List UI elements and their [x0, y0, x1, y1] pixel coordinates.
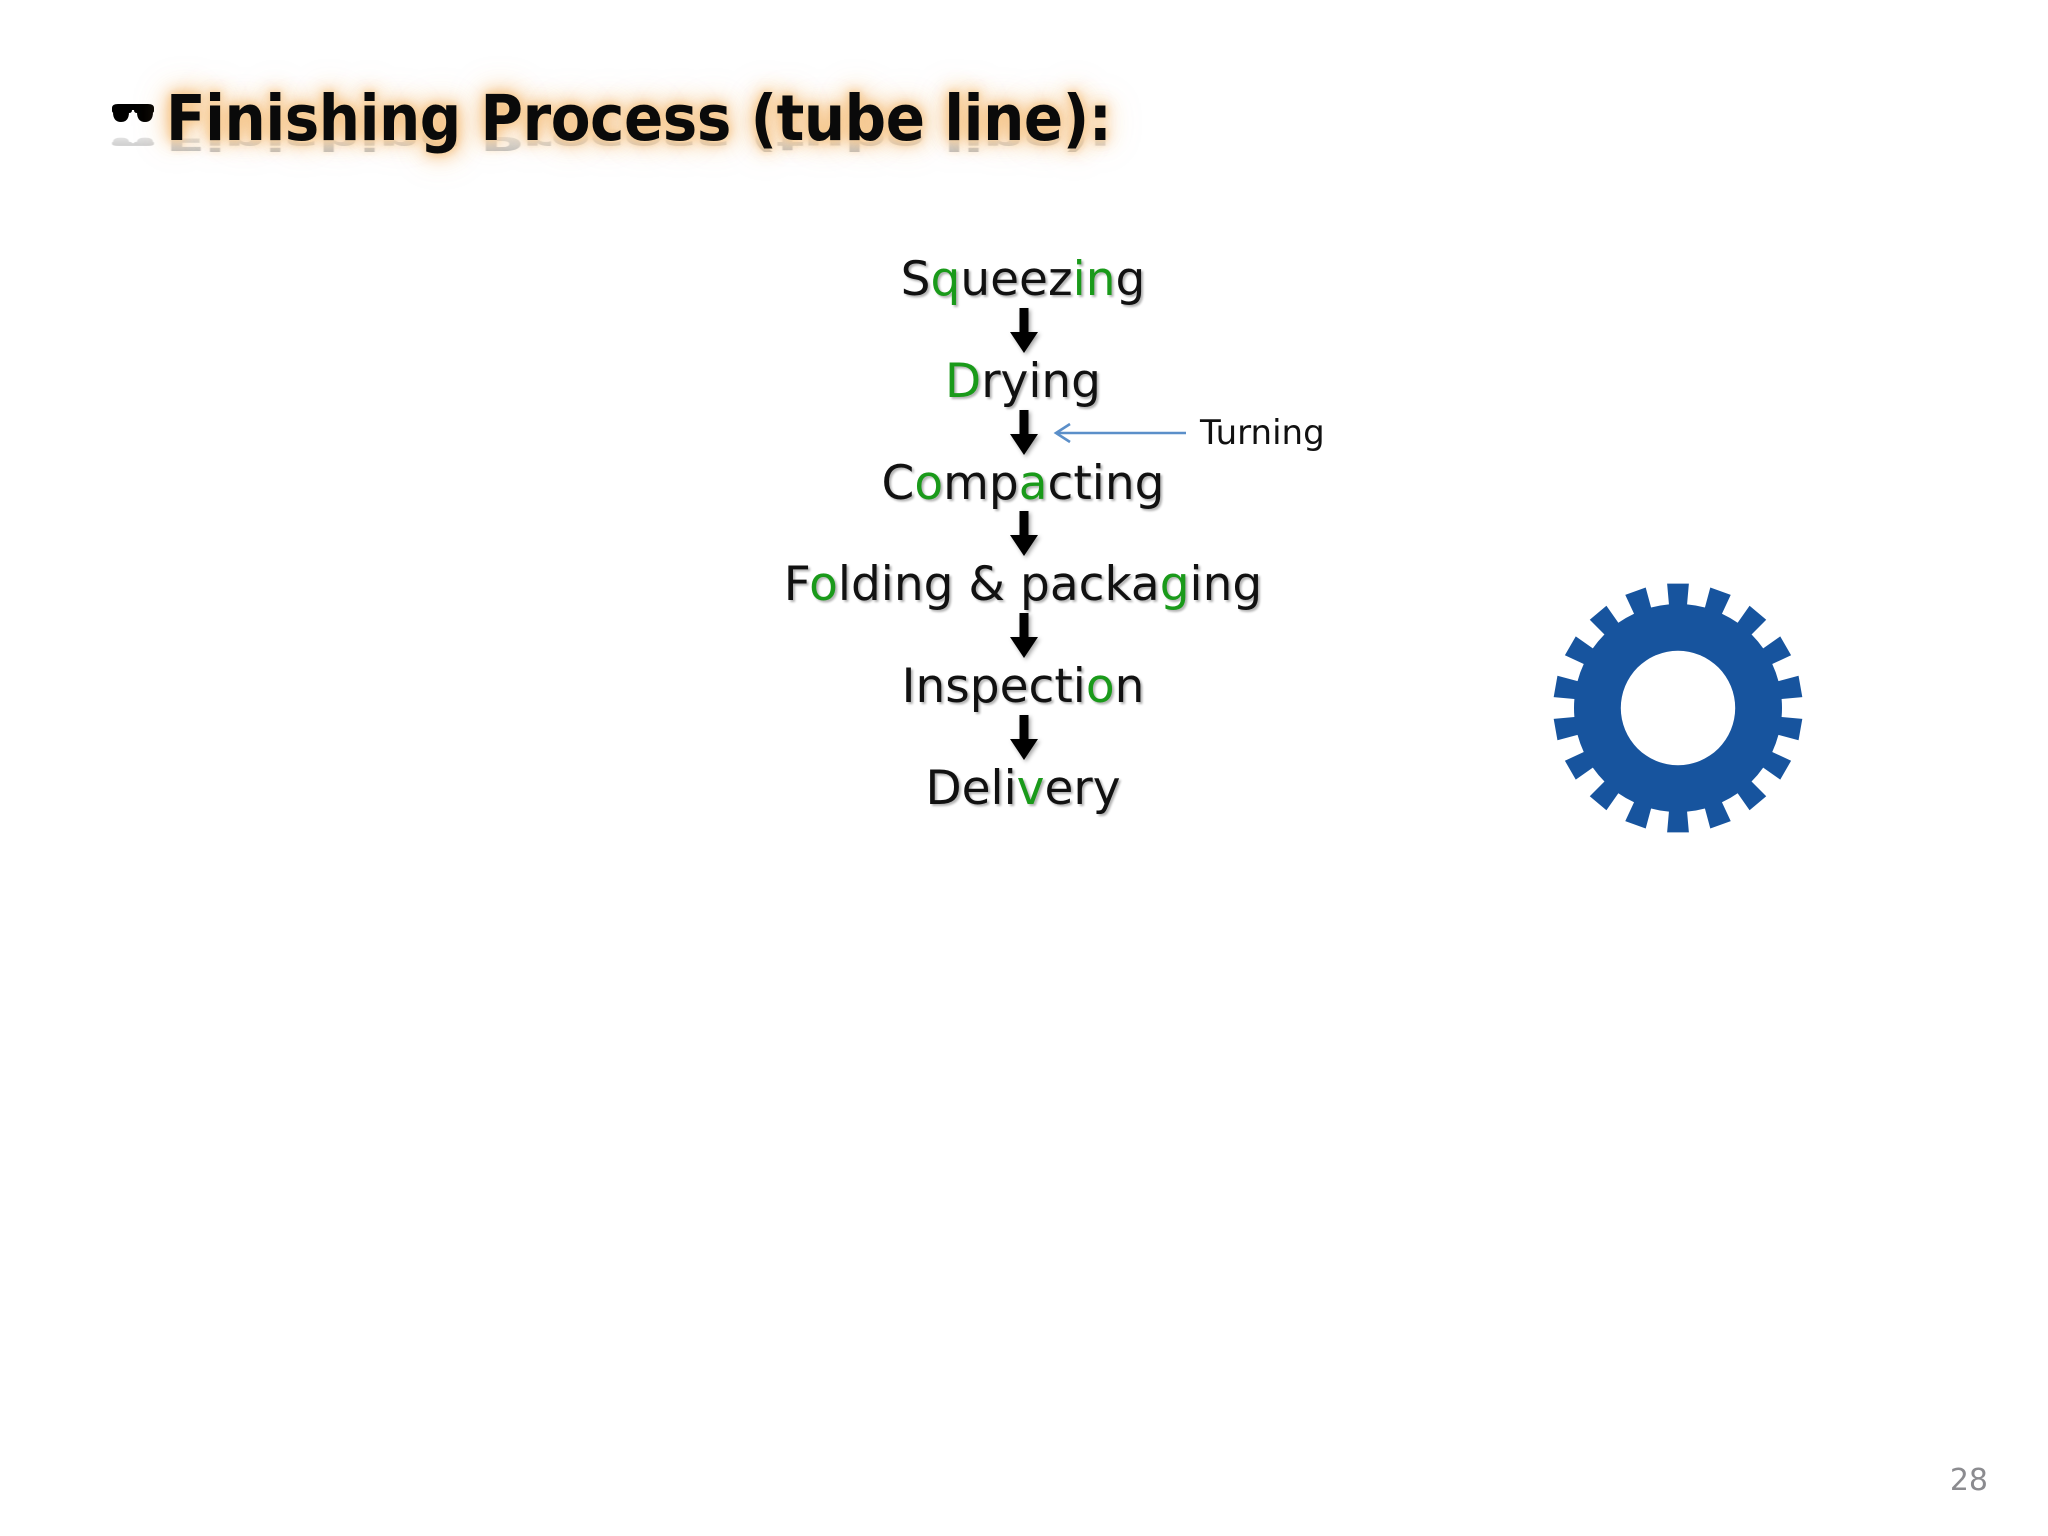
flow-step-delivery: Delivery — [0, 764, 2048, 814]
flow-step-label: Squeezing — [900, 252, 1146, 307]
flow-arrow-5 — [0, 712, 2048, 764]
flow-step-drying: Drying — [0, 353, 2048, 409]
title-row: Finishing Process (tube line): — [110, 82, 1194, 155]
flow-arrow-1 — [0, 305, 2048, 357]
flow-arrow-2: Turning — [0, 407, 2048, 459]
flow-step-label: Drying — [944, 353, 1102, 409]
arrow-down-icon — [1009, 307, 1039, 354]
flow-arrow-3 — [0, 508, 2048, 560]
turning-label: Turning — [1200, 412, 1325, 453]
flow-step-label: Folding & packaging — [783, 557, 1263, 613]
arrow-down-icon — [1009, 511, 1039, 557]
sunglasses-icon — [110, 90, 156, 134]
flow-step-squeezing: Squeezing — [0, 255, 2048, 305]
arrow-down-icon — [1009, 613, 1039, 659]
page-number: 28 — [1949, 1463, 1988, 1498]
flow-step-label: Delivery — [925, 761, 1121, 817]
arrow-down-icon — [1009, 715, 1039, 761]
turning-arrow-icon — [1053, 422, 1186, 443]
flow-step-folding-and-packaging: Folding & packaging — [0, 560, 2048, 610]
arrow-down-icon — [1009, 409, 1039, 456]
gear-icon — [1548, 578, 1808, 838]
process-flow-chart: Squeezing Drying — [0, 255, 2048, 814]
flow-step-label: Inspection — [901, 659, 1145, 715]
slide-title-block: Finishing Process (tube line): Finishing… — [110, 82, 1194, 212]
flow-arrow-4 — [0, 610, 2048, 662]
flow-step-compacting: Compacting — [0, 455, 2048, 511]
turning-annotation: Turning — [1048, 413, 1325, 453]
flow-step-label: Compacting — [881, 455, 1165, 511]
page-title: Finishing Process (tube line): — [166, 82, 1112, 155]
flow-step-inspection: Inspection — [0, 662, 2048, 712]
